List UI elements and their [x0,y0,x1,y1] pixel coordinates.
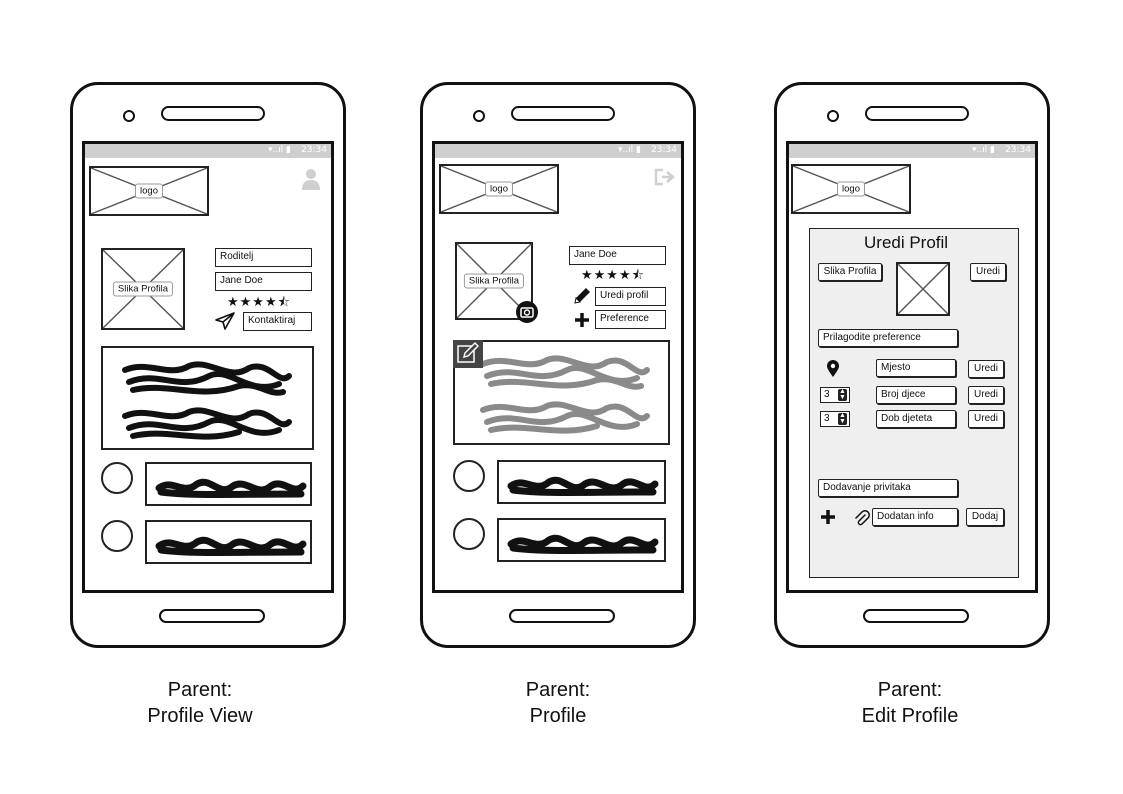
map-pin-icon [827,360,839,377]
phone-profile: ▾..ıl ▮ 23:34 logo Slika Profila Jane Do… [420,82,696,648]
home-button [863,609,969,623]
screen-profile-view: ▾..ıl ▮ 23:34 logo Slika Profila Roditel… [82,141,334,593]
caption-profile-view: Parent: Profile View [100,677,300,729]
stepper-arrows-icon[interactable]: ▲▼ [838,388,847,401]
screen-edit-profile: ▾..ıl ▮ 23:34 logo Uredi Profil Slika Pr… [786,141,1038,593]
bio-card [453,340,670,445]
logo-label: logo [485,181,513,197]
profile-image-label-box: Slika Profila [818,263,882,281]
bio-card [101,346,314,450]
review-avatar [101,462,133,494]
camera-icon[interactable] [515,300,539,324]
screen-profile: ▾..ıl ▮ 23:34 logo Slika Profila Jane Do… [432,141,684,593]
bio-text-scribble [480,355,650,434]
page-title: Uredi Profil [864,233,949,252]
stepper-arrows-icon[interactable]: ▲▼ [838,412,847,425]
profile-image-placeholder [896,262,950,316]
review-avatar [101,520,133,552]
speaker-slot [865,106,969,121]
phone-edit-profile: ▾..ıl ▮ 23:34 logo Uredi Profil Slika Pr… [774,82,1050,648]
plus-icon[interactable] [820,509,836,525]
children-field[interactable]: Broj djece [876,386,956,404]
phone-profile-view: ▾..ıl ▮ 23:34 logo Slika Profila Roditel… [70,82,346,648]
profile-image-placeholder: Slika Profila [101,248,185,330]
edit-profile-panel: Uredi Profil Slika Profila Uredi Prilago… [809,228,1019,578]
profile-image-label: Slika Profila [112,281,174,297]
profile-image-placeholder: Slika Profila [455,242,533,320]
status-time: 23:34 [301,145,327,155]
review-text-scribble [155,536,307,556]
logo-placeholder: logo [791,164,911,214]
speaker-slot [161,106,265,121]
camera-dot [473,110,485,122]
review-card [497,518,666,562]
age-stepper[interactable]: 3 ▲▼ [820,411,850,427]
logout-icon[interactable] [653,168,677,186]
speaker-slot [511,106,615,121]
plus-icon [575,313,589,327]
status-bar: ▾..ıl ▮ 23:34 [789,144,1035,158]
edit-children-button[interactable]: Uredi [968,386,1004,404]
pencil-icon [574,288,590,304]
home-button [159,609,265,623]
user-icon[interactable] [301,168,321,190]
send-icon[interactable] [215,312,235,330]
paperclip-icon[interactable] [854,509,870,527]
caption-line: Parent: [167,679,233,701]
home-button [509,609,615,623]
review-card [145,520,312,564]
edit-profile-button[interactable]: Uredi profil [595,287,666,306]
caption-line: Parent: [877,679,943,701]
caption-edit-profile: Parent: Edit Profile [810,677,1010,729]
attachments-heading: Dodavanje privitaka [818,479,958,497]
signal-icon: ▾..ıl ▮ [971,145,995,155]
bio-text-scribble [122,361,292,440]
contact-button[interactable]: Kontaktiraj [243,312,312,331]
status-time: 23:34 [1005,145,1031,155]
children-count-stepper[interactable]: 3 ▲▼ [820,387,850,403]
logo-placeholder: logo [89,166,209,216]
logo-placeholder: logo [439,164,559,214]
location-field[interactable]: Mjesto [876,359,956,377]
age-value: 3 [824,413,830,424]
name-field: Jane Doe [215,272,312,291]
preferences-button[interactable]: Preference [595,310,666,329]
info-field[interactable]: Dodatan info [872,508,958,526]
caption-line: Profile [529,705,587,727]
caption-line: Edit Profile [861,705,959,727]
role-field: Roditelj [215,248,312,267]
age-field[interactable]: Dob djeteta [876,410,956,428]
status-bar: ▾..ıl ▮ 23:34 [435,144,681,158]
pencil-icon[interactable] [453,340,483,368]
signal-icon: ▾..ıl ▮ [267,145,291,155]
caption-line: Profile View [147,705,253,727]
signal-icon: ▾..ıl ▮ [617,145,641,155]
review-card [145,462,312,506]
review-text-scribble [155,478,307,498]
name-field: Jane Doe [569,246,666,265]
edit-age-button[interactable]: Uredi [968,410,1004,428]
review-text-scribble [507,476,659,496]
review-text-scribble [507,534,659,554]
status-bar: ▾..ıl ▮ 23:34 [85,144,331,158]
preferences-heading: Prilagodite preference [818,329,958,347]
edit-image-button[interactable]: Uredi [970,263,1006,281]
rating-stars: ★★★★⯪ [581,268,645,283]
rating-stars: ★★★★⯪ [227,295,291,310]
review-avatar [453,460,485,492]
review-avatar [453,518,485,550]
camera-dot [827,110,839,122]
review-card [497,460,666,504]
logo-label: logo [837,181,865,197]
caption-profile: Parent: Profile [458,677,658,729]
add-button[interactable]: Dodaj [966,508,1004,526]
caption-line: Parent: [525,679,591,701]
profile-image-label: Slika Profila [463,273,525,289]
status-time: 23:34 [651,145,677,155]
children-count-value: 3 [824,389,830,400]
logo-label: logo [135,183,163,199]
edit-location-button[interactable]: Uredi [968,360,1004,378]
camera-dot [123,110,135,122]
